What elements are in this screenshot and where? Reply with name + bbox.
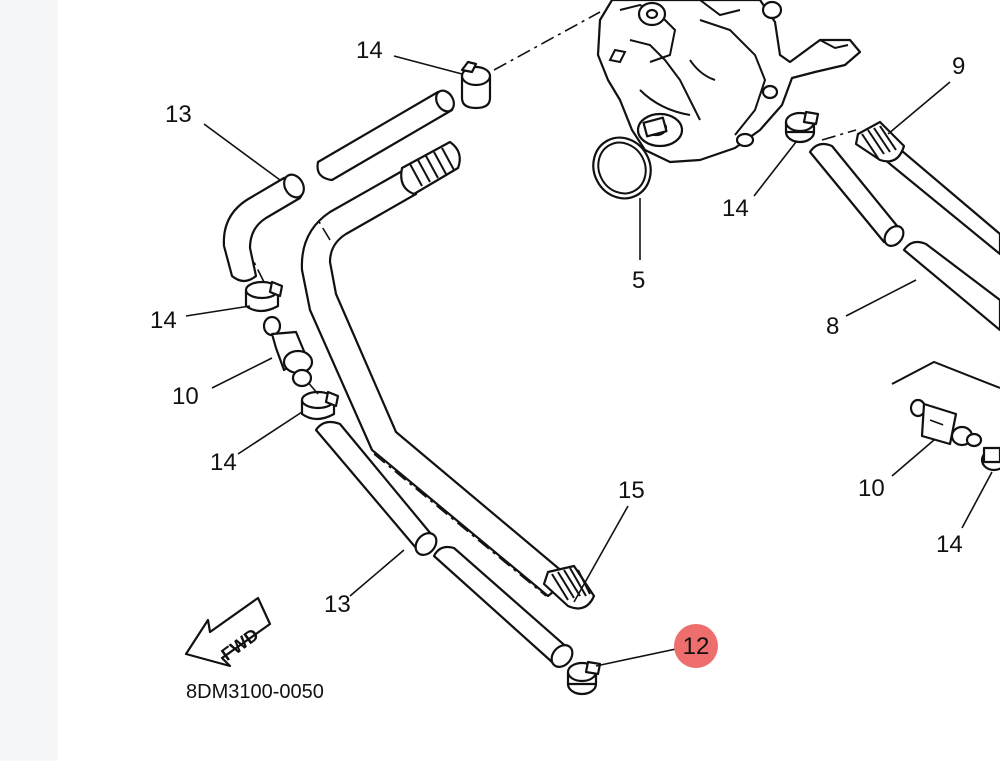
page-margin (0, 0, 58, 761)
axis-line (253, 261, 265, 283)
callout-5: 5 (632, 267, 645, 294)
joint-10-left (262, 315, 314, 388)
callout-8: 8 (826, 313, 839, 340)
o-ring-5 (592, 136, 652, 200)
water-pump (596, 0, 862, 164)
hose-clamp-14-top (460, 60, 492, 110)
hose-15-long (300, 168, 572, 598)
axis-line (821, 129, 857, 141)
callout-14-left-upper: 14 (150, 307, 177, 334)
hose-clamp-14-pump (784, 110, 820, 144)
callout-10-right: 10 (858, 475, 885, 502)
spring-15-bottom (542, 564, 596, 610)
callout-12: 12 (683, 633, 710, 660)
callout-12-highlighted[interactable]: 12 (674, 624, 718, 668)
callout-9: 9 (952, 53, 965, 80)
axis-line (373, 453, 547, 597)
leader-lines (185, 55, 993, 667)
axis-line (317, 219, 331, 241)
hose-clamp-12 (566, 660, 602, 696)
callout-14-left-lower: 14 (210, 449, 237, 476)
hose-clamp-14-right (980, 446, 1000, 472)
spring-9 (854, 120, 906, 163)
callout-13-top: 13 (165, 101, 192, 128)
spring-15-top (400, 140, 461, 196)
drawing-code: 8DM3100-0050 (186, 681, 324, 703)
fwd-arrow: FWD (184, 596, 272, 668)
callout-15: 15 (618, 477, 645, 504)
axis-line (305, 379, 319, 395)
axis-line (929, 419, 947, 427)
callout-10-left: 10 (172, 383, 199, 410)
hose-clamp-14-left-upper (244, 280, 284, 313)
o-ring-5-inner (597, 141, 647, 195)
joint-10-right (909, 398, 983, 448)
callout-14-pump: 14 (722, 195, 749, 222)
highlight-circle (674, 624, 718, 668)
callout-14-right: 14 (936, 531, 963, 558)
bracket-outline (891, 360, 1000, 389)
callout-13-bottom: 13 (324, 591, 351, 618)
callout-14-top: 14 (356, 37, 383, 64)
axis-line (493, 11, 601, 71)
hose-clamp-14-left-lower (300, 390, 340, 421)
hose-8 (902, 240, 1000, 332)
